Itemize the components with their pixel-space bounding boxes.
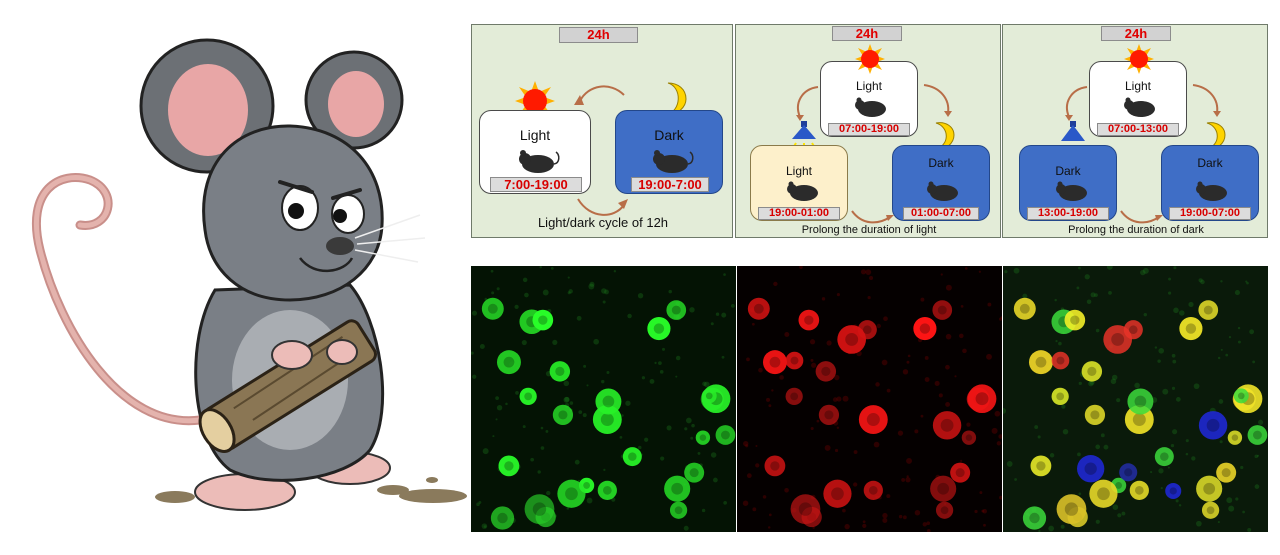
phase-time: 7:00-19:00 — [490, 177, 582, 192]
cycle-arrow-icon — [577, 198, 628, 216]
period-label: 24h — [832, 26, 902, 41]
light-phase-box: Light 07:00-19:00 — [820, 61, 918, 137]
mouse-icon — [927, 181, 958, 201]
cycle-arrow-icon — [923, 84, 952, 117]
phase-label: Light — [1124, 79, 1152, 93]
phase-label: Dark — [928, 156, 954, 170]
phase-time: 19:00-07:00 — [1169, 207, 1251, 220]
phase-time: 07:00-19:00 — [828, 123, 910, 136]
cycle-arrow-icon — [1192, 84, 1221, 117]
mouse-icon — [653, 150, 694, 173]
mouse-mascot-illustration — [31, 38, 467, 511]
phase-time: 19:00-7:00 — [631, 177, 709, 192]
light-phase-box: Light 7:00-19:00 — [479, 110, 591, 194]
mouse-icon — [1124, 97, 1155, 117]
phase-time: 07:00-13:00 — [1097, 123, 1179, 136]
mouse-icon — [519, 150, 560, 173]
period-label: 24h — [559, 27, 638, 43]
mouse-icon — [855, 97, 886, 117]
phase-time: 19:00-01:00 — [758, 207, 840, 220]
microscopy-green-channel — [471, 266, 736, 532]
mouse-icon — [787, 181, 818, 201]
phase-label: Dark — [1055, 164, 1081, 178]
mouse-icon — [1056, 181, 1087, 201]
panel-caption: Prolong the duration of dark — [1068, 224, 1204, 236]
sun-icon — [1124, 44, 1154, 74]
cycle-arrow-icon — [1120, 210, 1163, 224]
panel-caption: Light/dark cycle of 12h — [537, 215, 669, 230]
lamp-icon — [1061, 121, 1085, 141]
phase-label: Dark — [1197, 156, 1223, 170]
extended-dark-box: Dark 13:00-19:00 — [1019, 145, 1117, 221]
dark-phase-box: Dark 19:00-7:00 — [615, 110, 723, 194]
extended-light-box: Light 19:00-01:00 — [750, 145, 848, 221]
phase-time: 13:00-19:00 — [1027, 207, 1109, 220]
period-label: 24h — [1101, 26, 1171, 41]
phase-label: Light — [519, 127, 551, 143]
phase-time: 01:00-07:00 — [903, 207, 979, 220]
cycle-arrow-icon — [851, 210, 894, 224]
panel-caption: Prolong the duration of light — [801, 224, 937, 236]
microscopy-merged-channel — [1003, 266, 1268, 532]
panel-normal-cycle: 24h Light 7:00-19:00 Dark 19:00-7:00 Lig… — [471, 24, 733, 238]
panel-prolong-dark: 24h Light 07:00-13:00 Dark 13:00-19:00 D — [1002, 24, 1268, 238]
phase-label: Light — [855, 79, 883, 93]
sun-icon — [855, 44, 885, 74]
dark-phase-box: Dark 01:00-07:00 — [892, 145, 990, 221]
mouse-icon — [1196, 181, 1227, 201]
panel-prolong-light: 24h Light 07:00-19:00 Light 19:00-01:00 — [735, 24, 1001, 238]
cycle-arrow-icon — [574, 85, 625, 105]
phase-label: Dark — [654, 127, 684, 143]
cycle-arrow-icon — [1065, 86, 1088, 121]
phase-label: Light — [785, 164, 813, 178]
dark-phase-box: Dark 19:00-07:00 — [1161, 145, 1259, 221]
microscopy-red-channel — [737, 266, 1002, 532]
cycle-arrow-icon — [796, 86, 819, 121]
